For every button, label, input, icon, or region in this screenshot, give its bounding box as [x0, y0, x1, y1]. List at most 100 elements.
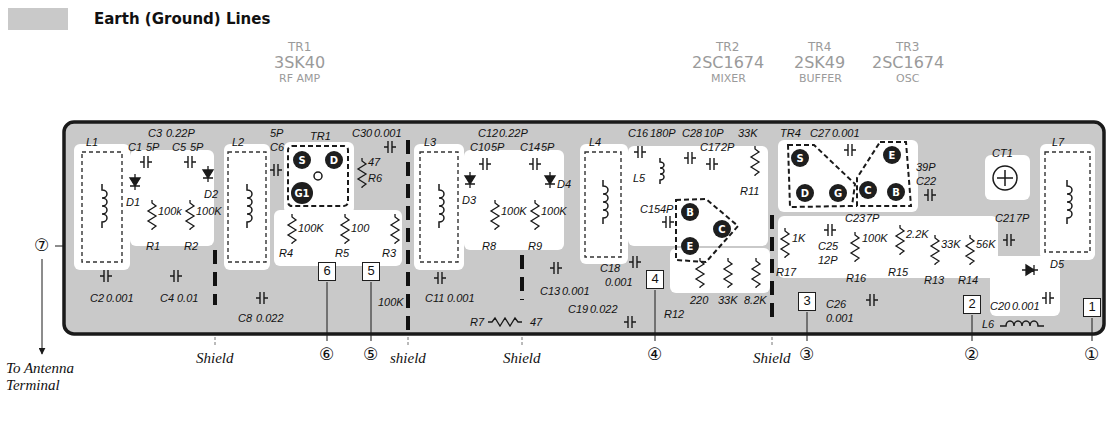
component-label: 0.001: [826, 312, 854, 324]
capacitor-symbol: [479, 158, 491, 170]
legend-swatch: [8, 8, 68, 30]
node-text: B: [686, 207, 694, 218]
component-label: L6: [982, 318, 994, 330]
component-label: 100K: [501, 205, 527, 217]
capacitor-symbol: [824, 224, 836, 236]
pad-island: [670, 248, 770, 293]
pad-island: [1040, 144, 1095, 260]
node-text: 2: [968, 297, 975, 311]
node-text: E: [889, 150, 896, 161]
transistor-name: TR3: [896, 40, 919, 54]
component-label: R7: [470, 316, 484, 328]
component-label: C26: [826, 298, 846, 310]
coil-symbol: [660, 158, 664, 184]
component-label: D5: [1050, 258, 1064, 270]
leader-line: [371, 282, 372, 341]
component-label: L1: [86, 136, 98, 148]
component-label: C22: [916, 175, 936, 187]
component-label: C23: [845, 212, 865, 224]
pad-island: [274, 210, 402, 266]
component-label: 39P: [916, 161, 936, 173]
component-label: 33K: [738, 127, 758, 139]
coil-symbol: [102, 184, 107, 228]
stage-function: MIXER: [711, 72, 746, 85]
transistor-pin: D: [796, 184, 814, 202]
component-label: D2: [204, 188, 218, 200]
shield-label: Shield: [196, 350, 234, 367]
component-label: 100K: [196, 205, 222, 217]
leader-line: [655, 290, 656, 341]
leader-line: [408, 337, 409, 347]
transistor-pin: D: [325, 151, 343, 169]
node-text: B: [892, 187, 900, 198]
shield-plate: [520, 255, 524, 300]
leader-arrow: [42, 259, 43, 354]
transistor-pin: C: [859, 181, 877, 199]
callout-number: ⑦: [34, 235, 49, 255]
legend-text: Earth (Ground) Lines: [94, 10, 270, 28]
legend-entry: Earth (Ground) Lines: [8, 8, 270, 30]
component-label: 2P: [721, 141, 734, 153]
resistor-symbol: [781, 228, 789, 258]
pad-island: [985, 155, 1030, 200]
capacitor-symbol: [924, 189, 936, 201]
transistor-outline: [288, 146, 348, 206]
transistor-pin: G1: [291, 182, 313, 204]
coil-can: [228, 152, 266, 262]
pad-islands: [74, 140, 1095, 316]
component-label: C6: [270, 141, 284, 153]
capacitors: [100, 141, 1054, 328]
shield-plate: [406, 140, 410, 330]
capacitor-symbol: [256, 292, 268, 304]
callout-number: ①: [1084, 344, 1099, 364]
stage-function: BUFFER: [799, 72, 842, 85]
capacitor-symbol: [624, 316, 636, 328]
component-label: 0.022: [590, 303, 618, 315]
resistors: [148, 146, 974, 326]
transistor-pin: C: [713, 220, 731, 238]
leader-line: [772, 337, 773, 347]
component-label: R5: [335, 247, 349, 259]
component-label: C12: [478, 127, 498, 139]
shield-plate: [770, 215, 774, 320]
component-label: C2: [90, 292, 104, 304]
terminal-box: 4: [646, 270, 664, 289]
stage-function: RF AMP: [279, 72, 320, 85]
component-label: 100K: [378, 296, 404, 308]
component-label: 2.2K: [906, 228, 929, 240]
component-label: TR1: [310, 130, 331, 142]
component-label: C28: [682, 127, 702, 139]
component-label: C21: [995, 212, 1015, 224]
callout-number: ⑥: [319, 344, 334, 364]
component-label: L2: [232, 136, 244, 148]
component-label: 100: [351, 222, 369, 234]
component-label: 0.001: [374, 127, 402, 139]
callout-number: ④: [647, 344, 662, 364]
part-number: 2SC1674: [872, 53, 944, 72]
shield-label: Shield: [753, 350, 791, 367]
component-label: 33K: [941, 238, 961, 250]
resistor-symbol: [896, 225, 904, 255]
resistor-symbol: [491, 200, 499, 230]
component-label: R14: [958, 274, 978, 286]
capacitor-symbol: [434, 272, 446, 284]
capacitor-symbol: [1042, 292, 1054, 304]
part-number: 2SK49: [794, 53, 845, 72]
capacitor-symbol: [844, 144, 856, 156]
component-label: 0.22P: [166, 127, 195, 139]
diode-symbol: [203, 166, 213, 182]
component-label: 5P: [541, 141, 554, 153]
leader-line: [972, 315, 973, 341]
terminal-box: 3: [798, 292, 816, 311]
pad-island: [990, 256, 1060, 316]
component-label: R3: [382, 247, 396, 259]
component-label: R15: [888, 266, 908, 278]
component-label: D4: [557, 178, 571, 190]
resistor-symbol: [966, 235, 974, 265]
component-label: 0.22P: [499, 127, 528, 139]
pad-island: [414, 144, 464, 270]
component-label: CT1: [992, 147, 1013, 159]
callout-number: ⑤: [363, 344, 378, 364]
legend: Earth (Ground) Lines: [8, 8, 270, 30]
capacitor-symbol: [184, 156, 196, 168]
